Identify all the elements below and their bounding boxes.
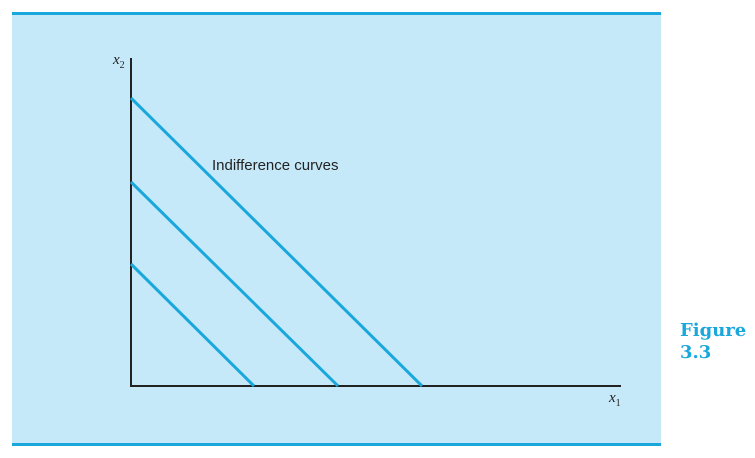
figure-caption-word: Figure [680, 320, 747, 341]
bottom-rule [12, 443, 661, 446]
figure-panel [12, 13, 661, 444]
y-axis-label: x2 [112, 52, 125, 71]
indifference-curve-mid [129, 180, 340, 388]
top-rule [12, 12, 661, 15]
figure-caption: Figure 3.3 [680, 320, 746, 364]
indifference-curves-label: Indifference curves [212, 157, 338, 174]
indifference-curve-low [129, 262, 256, 388]
indifference-curve-high [129, 96, 424, 388]
figure-caption-number: 3.3 [680, 342, 712, 363]
x-axis-label: x1 [608, 390, 621, 409]
